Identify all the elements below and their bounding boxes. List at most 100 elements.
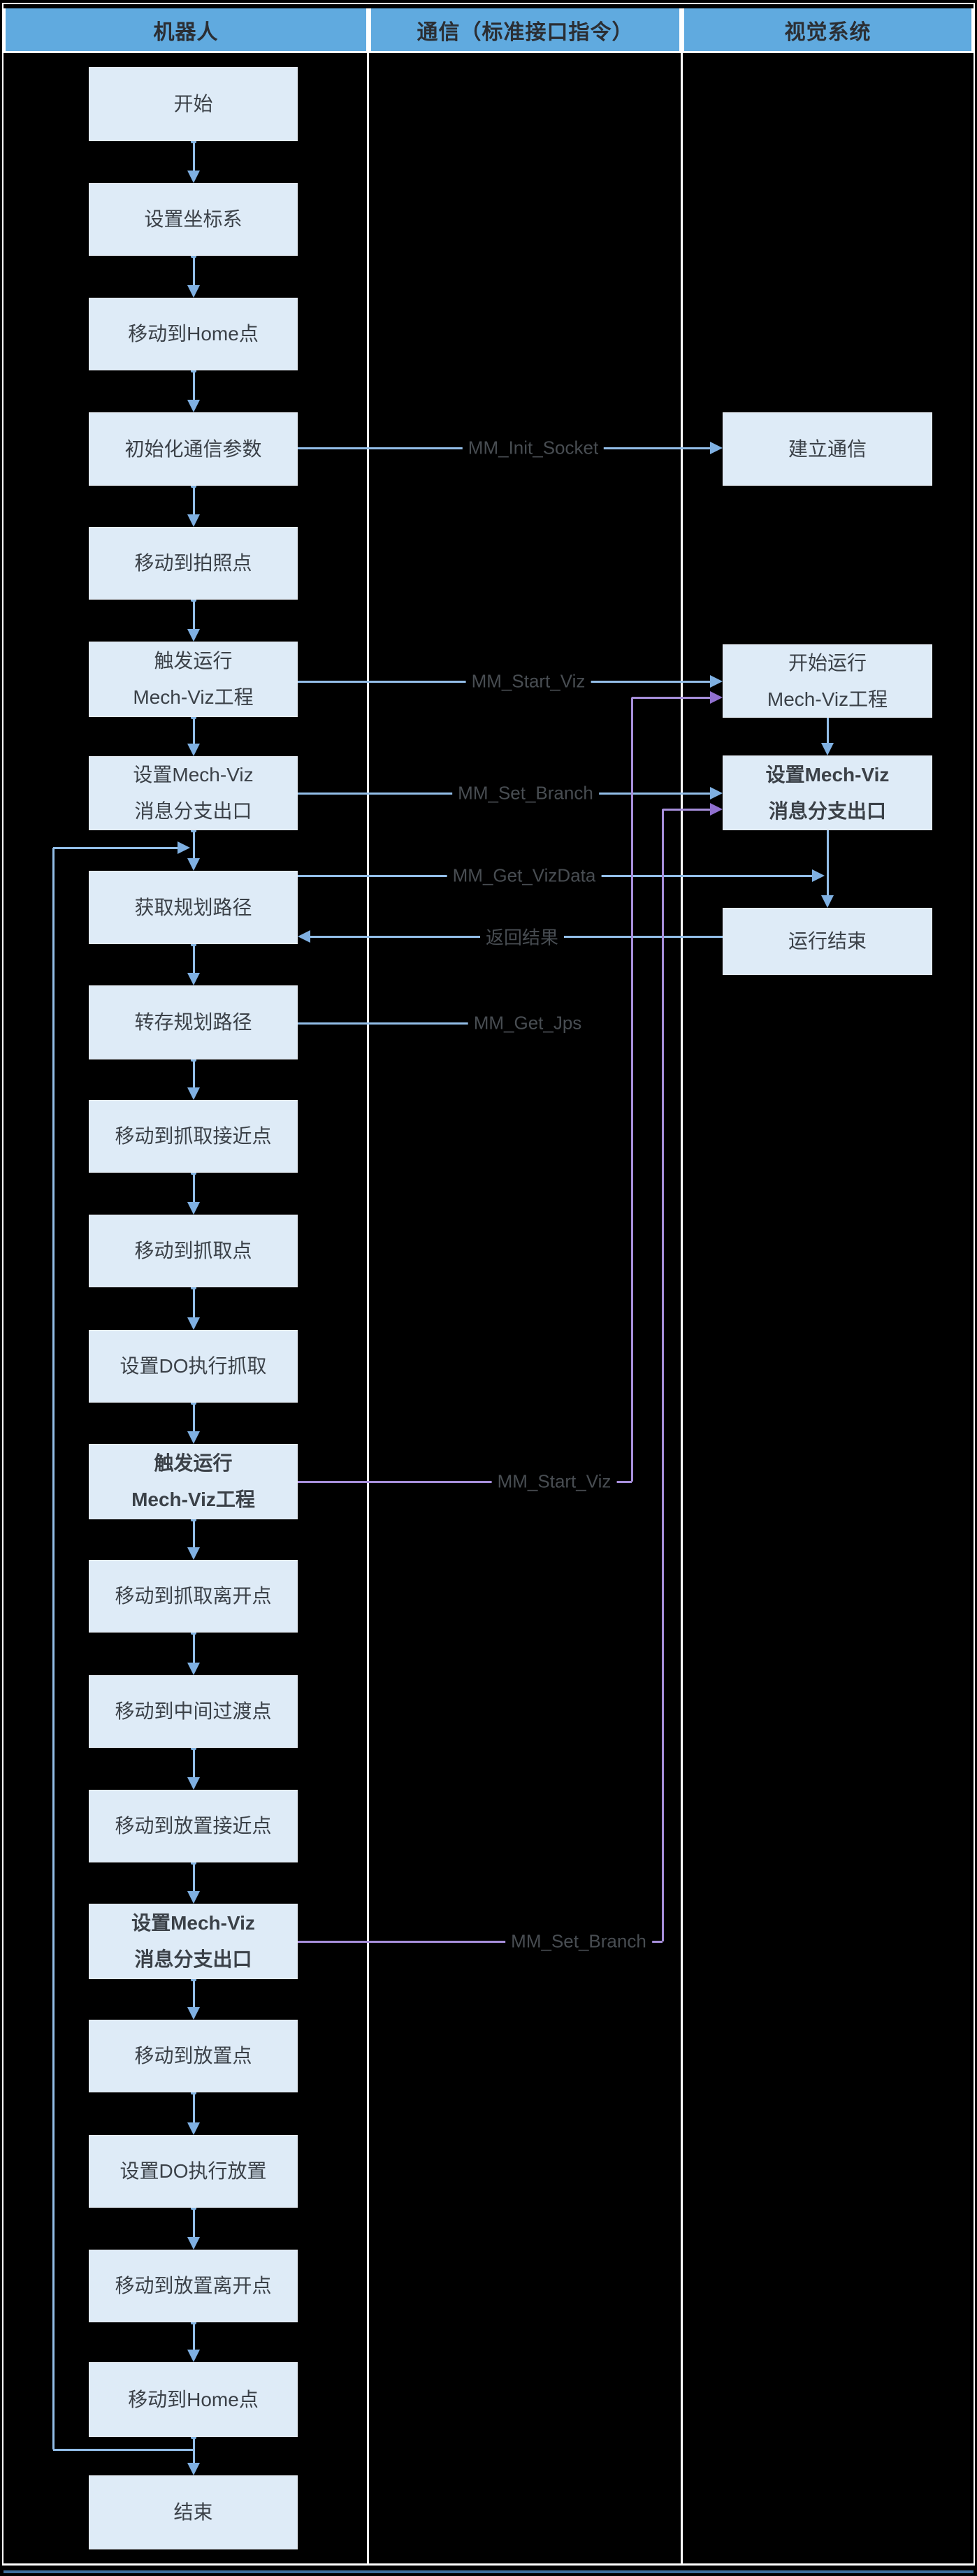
place-approach-to-set-branch-2-arrowhead <box>187 1891 200 1904</box>
flow-node-label: 开始 <box>173 93 213 115</box>
flow-node-end: 结束 <box>89 2475 298 2549</box>
loop-back-line-arrowhead <box>178 841 190 854</box>
pick-approach-to-pick-point-arrowhead <box>187 1202 200 1215</box>
flow-node-viz-run-end: 运行结束 <box>723 908 932 975</box>
set-do-pick-to-trigger-viz-2-arrowhead <box>187 1431 200 1444</box>
mm-start-viz-line-2-arrowhead <box>710 691 723 704</box>
trigger-viz-2-to-pick-leave <box>192 1519 195 1550</box>
flow-node-set-branch-2: 设置Mech-Viz 消息分支出口 <box>89 1904 298 1979</box>
frame-bottom <box>2 2563 975 2566</box>
flow-node-start: 开始 <box>89 67 298 141</box>
set-branch-1-to-get-path <box>192 830 195 861</box>
flow-node-init-comm-params: 初始化通信参数 <box>89 412 298 486</box>
save-path-to-pick-approach-arrowhead <box>187 1087 200 1100</box>
get-path-to-save-path-arrowhead <box>187 973 200 985</box>
flow-node-label: 移动到Home点 <box>128 2388 259 2410</box>
command-label: MM_Get_Jps <box>468 1011 588 1036</box>
flow-node-label: 设置DO执行抓取 <box>120 1355 267 1377</box>
flow-node-label: 移动到中间过渡点 <box>115 1700 272 1722</box>
flow-node-move-home-1: 移动到Home点 <box>89 298 298 370</box>
pick-approach-to-pick-point <box>192 1173 195 1205</box>
flow-node-label: 设置Mech-Viz <box>131 1912 255 1934</box>
flow-node-trigger-viz-1: 触发运行 Mech-Viz工程 <box>89 642 298 717</box>
mm-set-branch-line-2 <box>663 808 713 811</box>
command-label: MM_Start_Viz <box>491 1469 617 1494</box>
middle-point-to-place-approach-arrowhead <box>187 1777 200 1790</box>
move-photo-to-trigger-viz-1 <box>192 600 195 632</box>
command-label: MM_Get_VizData <box>447 863 602 888</box>
flow-node-label: 触发运行 <box>154 1452 233 1474</box>
flow-node-label: 移动到拍照点 <box>134 552 252 574</box>
start-to-set-coordinate-arrowhead <box>187 171 200 183</box>
flow-node-label: 移动到Home点 <box>128 323 259 345</box>
init-comm-to-move-photo-arrowhead <box>187 514 200 527</box>
set-do-place-to-place-leave-arrowhead <box>187 2237 200 2250</box>
init-comm-to-move-photo <box>192 486 195 517</box>
set-coordinate-to-move-home-1-arrowhead <box>187 285 200 298</box>
flow-node-label: 设置坐标系 <box>144 208 243 230</box>
lane-header-vision: 视觉系统 <box>684 8 971 51</box>
set-branch-2-to-place-point-arrowhead <box>187 2007 200 2020</box>
loop-back-line <box>53 846 180 849</box>
trigger-viz-2-to-pick-leave-arrowhead <box>187 1547 200 1560</box>
lane-header-robot: 机器人 <box>6 8 366 51</box>
flow-node-label: 运行结束 <box>788 930 867 952</box>
set-do-place-to-place-leave <box>192 2208 195 2240</box>
flow-node-label: 结束 <box>173 2501 213 2523</box>
flow-node-label: 移动到抓取离开点 <box>115 1585 272 1607</box>
set-branch-1-to-get-path-arrowhead <box>187 858 200 871</box>
move-home-1-to-init-comm <box>192 370 195 403</box>
mm-set-branch-line-2 <box>661 809 664 1941</box>
command-label: MM_Set_Branch <box>452 781 599 806</box>
flow-node-move-middle-point: 移动到中间过渡点 <box>89 1675 298 1748</box>
loop-back-line <box>52 848 55 2450</box>
save-path-to-pick-approach <box>192 1059 195 1090</box>
flow-node-move-pick-point: 移动到抓取点 <box>89 1215 298 1287</box>
command-label: MM_Init_Socket <box>462 435 605 461</box>
flow-node-label: 触发运行 <box>154 650 233 672</box>
flow-node-move-place-leave: 移动到放置离开点 <box>89 2250 298 2322</box>
mm-get-jps-line <box>298 1022 474 1025</box>
lane-header-communication-label: 通信（标准接口指令） <box>417 20 634 44</box>
flow-node-move-pick-leave: 移动到抓取离开点 <box>89 1560 298 1633</box>
viz-start-to-viz-set-branch-arrowhead <box>821 743 834 755</box>
flow-node-label: 消息分支出口 <box>134 1948 252 1970</box>
flow-node-move-home-2: 移动到Home点 <box>89 2362 298 2437</box>
lane-divider-1 <box>367 53 369 2563</box>
bottom-accent-line <box>3 2570 974 2573</box>
set-coordinate-to-move-home-1 <box>192 256 195 288</box>
lane-header-robot-label: 机器人 <box>153 20 219 44</box>
place-point-to-set-do-place <box>192 2092 195 2125</box>
get-path-to-save-path <box>192 944 195 976</box>
place-approach-to-set-branch-2 <box>192 1862 195 1894</box>
flow-node-move-place-approach: 移动到放置接近点 <box>89 1790 298 1862</box>
flow-node-label: 建立通信 <box>788 437 867 460</box>
place-leave-to-move-home-2 <box>192 2322 195 2352</box>
move-photo-to-trigger-viz-1-arrowhead <box>187 629 200 642</box>
command-label: 返回结果 <box>479 922 565 951</box>
mm-start-viz-line-2 <box>298 1480 632 1483</box>
flow-node-move-photo-point: 移动到拍照点 <box>89 527 298 600</box>
flow-node-label: 移动到抓取点 <box>134 1240 252 1261</box>
flow-node-set-do-pick: 设置DO执行抓取 <box>89 1330 298 1403</box>
flow-node-label: 开始运行 <box>788 651 867 674</box>
mm-set-branch-line-2-arrowhead <box>710 803 723 816</box>
move-home-2-to-end-arrowhead <box>187 2463 200 2475</box>
command-label: MM_Set_Branch <box>505 1929 652 1954</box>
flow-node-label: Mech-Viz工程 <box>767 688 888 710</box>
place-point-to-set-do-place-arrowhead <box>187 2122 200 2135</box>
flow-node-label: 设置Mech-Viz <box>765 763 890 786</box>
pick-leave-to-middle-point <box>192 1633 195 1665</box>
flow-node-viz-start-run: 开始运行 Mech-Viz工程 <box>723 644 932 718</box>
flow-node-establish-comm: 建立通信 <box>723 412 932 486</box>
lane-header-communication: 通信（标准接口指令） <box>371 8 679 51</box>
frame-right <box>974 3 975 2566</box>
flow-node-move-place-point: 移动到放置点 <box>89 2020 298 2092</box>
pick-point-to-set-do-pick-arrowhead <box>187 1317 200 1330</box>
place-leave-to-move-home-2-arrowhead <box>187 2350 200 2362</box>
flow-node-label: 转存规划路径 <box>134 1011 252 1033</box>
flow-node-label: Mech-Viz工程 <box>133 686 254 708</box>
